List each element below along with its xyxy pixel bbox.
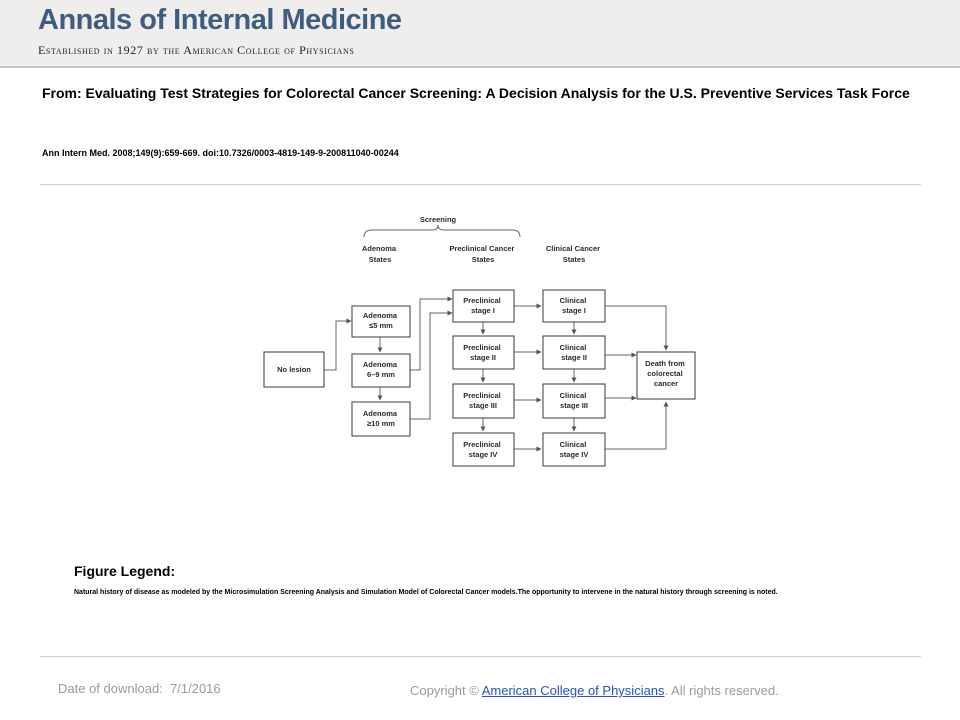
svg-text:Adenoma ≤5 mm: Adenoma ≤5 mm (363, 311, 399, 330)
copyright-notice: Copyright © American College of Physicia… (410, 683, 779, 698)
clinical-stage-2-box: Clinical stage II (542, 335, 606, 370)
clinical-stage-4-box: Clinical stage IV (542, 432, 606, 467)
svg-text:No lesion: No lesion (277, 365, 311, 374)
journal-banner: Annals of Internal Medicine Established … (0, 0, 960, 68)
preclinical-stage-3-box: Preclinical stage III (452, 383, 515, 419)
bottom-divider (40, 656, 921, 657)
preclinical-stage-4-box: Preclinical stage IV (452, 432, 515, 467)
header-preclinical-states: Preclinical Cancer States (449, 244, 516, 264)
screening-bracket (363, 224, 521, 238)
download-date-value: 7/1/2016 (170, 681, 221, 696)
figure-legend-text: Natural history of disease as modeled by… (74, 589, 778, 596)
svg-text:Death from colorectal: Death from colorectal cancer (645, 359, 687, 388)
death-box: Death from colorectal cancer (636, 351, 696, 400)
clinical-stage-1-box: Clinical stage I (542, 289, 606, 323)
clinical-stage-3-box: Clinical stage III (542, 383, 606, 419)
svg-text:Adenoma ≥10 mm: Adenoma ≥10 mm (363, 409, 399, 428)
copyright-prefix: Copyright © (410, 683, 479, 698)
article-citation: Ann Intern Med. 2008;149(9):659-669. doi… (42, 148, 399, 158)
article-title: From: Evaluating Test Strategies for Col… (42, 85, 910, 101)
download-date-label: Date of download: (58, 681, 163, 696)
header-adenoma-states: Adenoma States (362, 244, 398, 264)
svg-text:Clinical stage IV: Clinical stage IV (560, 440, 589, 459)
figure-legend-heading: Figure Legend: (74, 563, 176, 579)
svg-text:Preclinical stage IV: Preclinical stage IV (463, 440, 503, 459)
preclinical-stage-1-box: Preclinical stage I (452, 289, 515, 323)
publisher-link[interactable]: American College of Physicians (481, 683, 665, 698)
svg-text:Preclinical stage II: Preclinical stage II (463, 343, 503, 362)
screening-label: Screening (420, 215, 457, 224)
svg-text:Clinical stage I: Clinical stage I (560, 296, 589, 315)
journal-logo-subtitle: Established in 1927 by the American Coll… (38, 43, 355, 57)
download-date: Date of download: 7/1/2016 (58, 681, 221, 696)
diagram-arrows (324, 296, 669, 452)
svg-text:Adenoma 6–9 mm: Adenoma 6–9 mm (363, 360, 399, 379)
top-divider (40, 184, 921, 185)
adenoma-box-6-9: Adenoma 6–9 mm (351, 353, 411, 388)
adenoma-box-ge10: Adenoma ≥10 mm (351, 401, 411, 437)
no-lesion-box: No lesion (263, 351, 325, 388)
svg-text:Clinical stage II: Clinical stage II (560, 343, 589, 362)
svg-text:Clinical stage III: Clinical stage III (560, 391, 589, 410)
svg-text:Preclinical stage III: Preclinical stage III (463, 391, 503, 410)
adenoma-box-le5: Adenoma ≤5 mm (351, 305, 411, 338)
svg-text:Preclinical stage I: Preclinical stage I (463, 296, 503, 315)
journal-logo-title: Annals of Internal Medicine (38, 4, 402, 36)
header-clinical-states: Clinical Cancer States (546, 244, 602, 264)
copyright-suffix: . All rights reserved. (664, 683, 779, 698)
preclinical-stage-2-box: Preclinical stage II (452, 335, 515, 370)
